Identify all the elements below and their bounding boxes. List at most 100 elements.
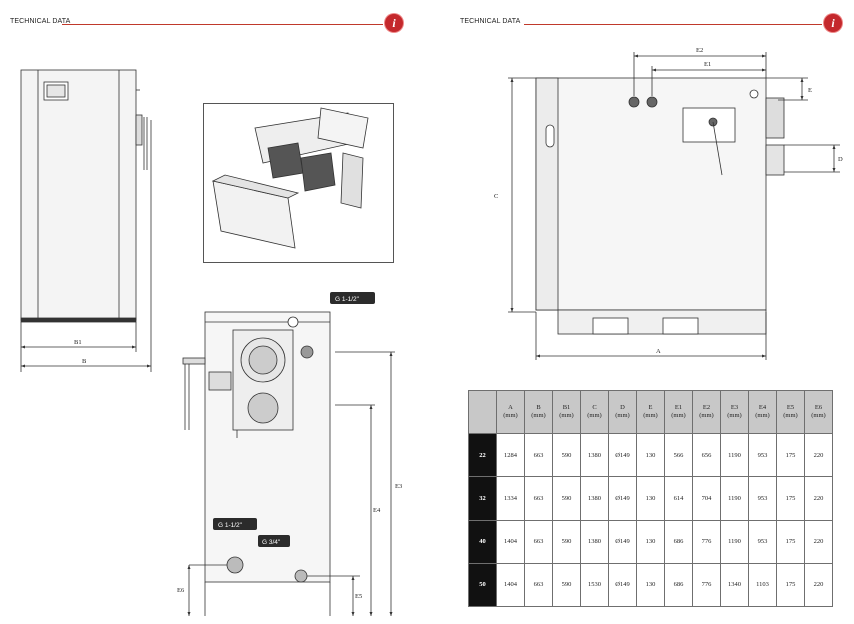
table-cell: 175 — [776, 519, 805, 564]
dim-label-d: D — [838, 156, 843, 163]
callout-top: G 1-1/2" — [330, 292, 375, 304]
table-cell: 175 — [776, 562, 805, 608]
burner-exploded-illustration — [203, 103, 394, 263]
table-cell: 1103 — [748, 562, 777, 608]
callout-bottom-left: G 1-1/2" — [213, 518, 257, 530]
column-header: B1(mm) — [552, 390, 581, 434]
table-cell: Ø149 — [608, 432, 637, 478]
table-cell: 220 — [804, 432, 833, 478]
dim-label-b: B — [82, 358, 87, 365]
dim-label-e4: E4 — [373, 507, 381, 514]
table-cell: 590 — [552, 562, 581, 608]
table-cell: 130 — [636, 432, 665, 478]
dim-label-a: A — [656, 348, 661, 355]
dim-label-c: C — [494, 193, 498, 200]
table-cell: 953 — [748, 476, 777, 521]
table-cell: 566 — [664, 432, 693, 478]
model-cell: 50 — [468, 562, 497, 608]
table-cell: Ø149 — [608, 519, 637, 564]
dim-label-e2: E2 — [696, 47, 703, 54]
table-cell: 663 — [524, 476, 553, 521]
page-title-right: TECHNICAL DATA — [460, 18, 521, 25]
table-cell: 220 — [804, 476, 833, 521]
header-rule-right — [524, 24, 822, 25]
callout-bottom-right-label: G 3/4" — [262, 539, 281, 546]
table-row: 22 1284 663 590 1380 Ø149 130 566 656 11… — [468, 432, 833, 478]
column-header: C(mm) — [580, 390, 609, 434]
table-cell: 1380 — [580, 432, 609, 478]
table-cell: 1380 — [580, 519, 609, 564]
model-cell: 22 — [468, 432, 497, 478]
table-cell: 686 — [664, 519, 693, 564]
table-cell: 663 — [524, 519, 553, 564]
page-title-left: TECHNICAL DATA — [10, 18, 71, 25]
table-cell: 776 — [692, 519, 721, 564]
column-header: E4(mm) — [748, 390, 777, 434]
dim-label-e6: E6 — [177, 587, 185, 594]
column-header: E1(mm) — [664, 390, 693, 434]
table-cell: 656 — [692, 432, 721, 478]
table-cell: 220 — [804, 562, 833, 608]
table-cell: 686 — [664, 562, 693, 608]
table-cell: 130 — [636, 476, 665, 521]
table-header-row: A(mm) B(mm) B1(mm) C(mm) D(mm) E(mm) E1(… — [468, 390, 833, 434]
rear-view-drawing: G 1-1/2" G 1-1/2" G 3/4" E3 E4 E5 E6 — [177, 292, 402, 616]
table-cell: 1530 — [580, 562, 609, 608]
table-cell: 590 — [552, 476, 581, 521]
column-header: E(mm) — [636, 390, 665, 434]
table-cell: 1190 — [720, 432, 749, 478]
table-cell: 1334 — [496, 476, 525, 521]
callout-bottom-right: G 3/4" — [258, 535, 290, 547]
callout-bottom-left-label: G 1-1/2" — [218, 522, 243, 529]
dimensions-table: A(mm) B(mm) B1(mm) C(mm) D(mm) E(mm) E1(… — [468, 390, 833, 608]
table-cell: 1404 — [496, 519, 525, 564]
front-view-drawing: B1 B — [20, 69, 152, 372]
table-cell: 704 — [692, 476, 721, 521]
table-cell: 175 — [776, 432, 805, 478]
dim-label-e: E — [808, 87, 812, 94]
column-header: D(mm) — [608, 390, 637, 434]
table-cell: 130 — [636, 562, 665, 608]
table-cell: 953 — [748, 519, 777, 564]
table-cell: 590 — [552, 519, 581, 564]
dim-label-b1: B1 — [74, 339, 82, 346]
column-header: E5(mm) — [776, 390, 805, 434]
column-header: B(mm) — [524, 390, 553, 434]
table-row: 32 1334 663 590 1380 Ø149 130 614 704 11… — [468, 476, 833, 521]
table-row: 40 1404 663 590 1380 Ø149 130 686 776 11… — [468, 519, 833, 564]
table-cell: Ø149 — [608, 476, 637, 521]
model-cell: 40 — [468, 519, 497, 564]
table-corner-cell — [468, 390, 497, 434]
table-cell: 590 — [552, 432, 581, 478]
table-cell: 175 — [776, 476, 805, 521]
table-cell: 1340 — [720, 562, 749, 608]
table-cell: 1284 — [496, 432, 525, 478]
column-header: A(mm) — [496, 390, 525, 434]
table-row: 50 1404 663 590 1530 Ø149 130 686 776 13… — [468, 562, 833, 608]
table-cell: 663 — [524, 432, 553, 478]
table-cell: 1380 — [580, 476, 609, 521]
model-cell: 32 — [468, 476, 497, 521]
header-right: TECHNICAL DATA i — [460, 14, 844, 34]
column-header: E6(mm) — [804, 390, 833, 434]
table-cell: 614 — [664, 476, 693, 521]
table-cell: 663 — [524, 562, 553, 608]
table-cell: 776 — [692, 562, 721, 608]
column-header: E2(mm) — [692, 390, 721, 434]
dim-label-e5: E5 — [355, 593, 362, 600]
dim-label-e1: E1 — [704, 61, 711, 68]
table-cell: 220 — [804, 519, 833, 564]
table-cell: 1404 — [496, 562, 525, 608]
header-rule-left — [62, 24, 383, 25]
side-view-drawing: C A E2 E1 E D — [494, 47, 843, 360]
header-left: TECHNICAL DATA i — [10, 14, 405, 34]
table-cell: 1190 — [720, 476, 749, 521]
column-header: E3(mm) — [720, 390, 749, 434]
table-cell: 1190 — [720, 519, 749, 564]
info-icon: i — [824, 14, 842, 32]
table-cell: Ø149 — [608, 562, 637, 608]
info-icon: i — [385, 14, 403, 32]
callout-top-label: G 1-1/2" — [335, 296, 360, 303]
table-cell: 953 — [748, 432, 777, 478]
dim-label-e3: E3 — [395, 483, 402, 490]
